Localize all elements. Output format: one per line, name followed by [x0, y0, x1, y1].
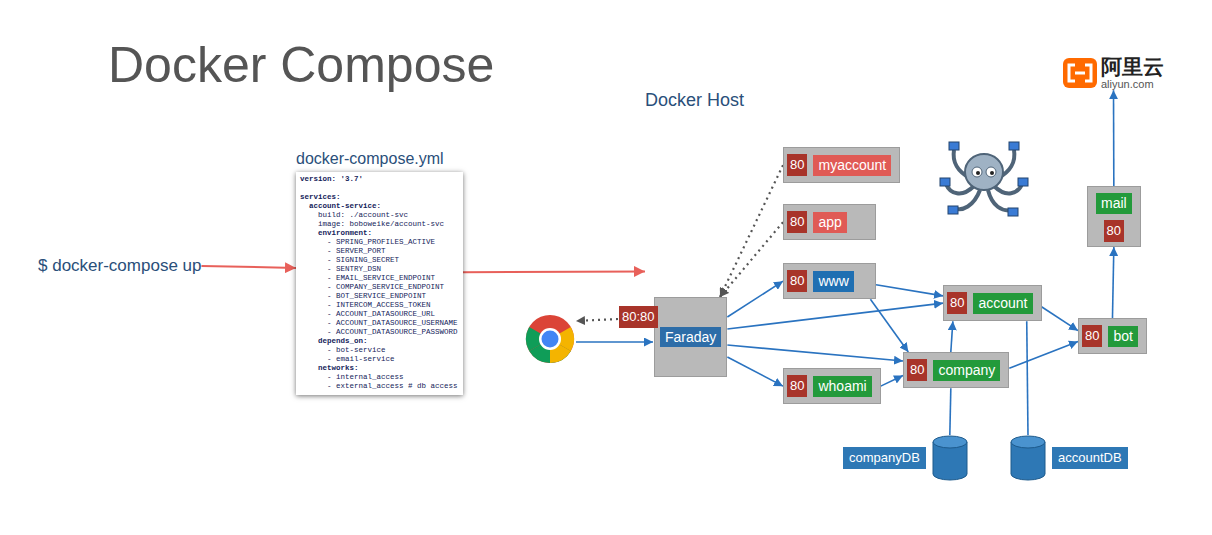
- connector: [201, 266, 296, 268]
- file-name: docker-compose.yml: [296, 150, 463, 168]
- code-line: services:: [300, 193, 458, 202]
- gateway-box: 80:80Faraday: [654, 297, 727, 377]
- slide-title: Docker Compose: [108, 38, 494, 93]
- connector: [1042, 307, 1078, 331]
- connector: [727, 303, 943, 329]
- code-line: version: '3.7': [300, 175, 458, 184]
- code-panel: version: '3.7' services: account-service:…: [296, 172, 463, 395]
- code-line: - ACCOUNT_DATASOURCE_URL: [300, 310, 458, 319]
- code-line: - SPRING_PROFILES_ACTIVE: [300, 238, 458, 247]
- service-box: 80 myaccount: [783, 147, 900, 183]
- service-box: 80 bot: [1078, 318, 1147, 354]
- connector: [876, 285, 943, 296]
- connector: [1113, 90, 1115, 186]
- code-line: depends_on:: [300, 337, 458, 346]
- code-line: - SIGNING_SECRET: [300, 256, 458, 265]
- service-name: Faraday: [660, 327, 721, 348]
- service-box: 80 account: [943, 285, 1042, 321]
- connector: [463, 270, 645, 273]
- service-box: 80 app: [783, 204, 876, 240]
- code-line: networks:: [300, 364, 458, 373]
- code-line: image: boboweike/account-svc: [300, 220, 458, 229]
- code-line: environment:: [300, 229, 458, 238]
- connector: [727, 345, 903, 361]
- connector: [881, 376, 903, 387]
- service-box: mail 80: [1087, 186, 1141, 247]
- cloud-logo: 阿里云aliyun.com: [1063, 56, 1164, 90]
- host-label: Docker Host: [645, 90, 744, 111]
- code-line: - COMPANY_SERVICE_ENDPOINT: [300, 283, 458, 292]
- logo-icon: [1063, 58, 1097, 88]
- port-badge: 80: [787, 154, 807, 176]
- logo-text: 阿里云: [1101, 56, 1164, 78]
- port-badge: 80: [787, 375, 807, 397]
- service-box: 80 company: [903, 352, 1009, 388]
- database-name: accountDB: [1052, 447, 1128, 469]
- port-badge: 80: [787, 211, 807, 233]
- service-name: www: [813, 271, 853, 292]
- connector: [1027, 321, 1028, 435]
- port-badge: 80: [1104, 220, 1124, 242]
- database-name: companyDB: [843, 447, 926, 469]
- port-badge: 80: [1082, 325, 1102, 347]
- service-box: 80 whoami: [783, 368, 881, 404]
- code-line: - BOT_SERVICE_ENDPOINT: [300, 292, 458, 301]
- service-box: 80 www: [783, 263, 876, 299]
- database: companyDB: [843, 435, 968, 481]
- code-line: - SENTRY_DSN: [300, 265, 458, 274]
- connector: [1112, 247, 1113, 318]
- connector: [870, 299, 908, 352]
- browser-icon: [526, 315, 574, 363]
- connector: [727, 281, 783, 317]
- database-cylinder: [932, 435, 968, 481]
- code-line: - INTERCOM_ACCESS_TOKEN: [300, 301, 458, 310]
- docker-host: Docker Host80myaccount80appmail8080www80…: [645, 90, 1180, 430]
- port-badge: 80: [907, 359, 927, 381]
- code-line: - EMAIL_SERVICE_ENDPOINT: [300, 274, 458, 283]
- command: $ docker-compose up: [38, 256, 201, 276]
- connector: [1009, 342, 1078, 369]
- service-name: bot: [1108, 326, 1137, 347]
- code-line: - SERVER_PORT: [300, 247, 458, 256]
- port-badge: 80: [787, 270, 807, 292]
- service-name: myaccount: [813, 155, 891, 176]
- connector: [951, 321, 953, 352]
- port-badge: 80:80: [619, 306, 658, 328]
- command-text: $ docker-compose up: [38, 256, 201, 276]
- code-line: - ACCOUNT_DATASOURCE_PASSWORD: [300, 328, 458, 337]
- compose-file: docker-compose.yml version: '3.7' services…: [296, 150, 463, 395]
- logo-text-column: 阿里云aliyun.com: [1101, 56, 1164, 90]
- code-line: - external_access # db access: [300, 382, 458, 391]
- code-line: - internal_access: [300, 373, 458, 382]
- title-block: Docker Compose: [108, 36, 494, 94]
- code-line: - email-service: [300, 355, 458, 364]
- code-line: build: ./account-svc: [300, 211, 458, 220]
- database-cylinder: [1010, 435, 1046, 481]
- database: accountDB: [1010, 435, 1128, 481]
- browser-request-line: [576, 341, 653, 343]
- service-name: company: [933, 360, 1000, 381]
- connector: [720, 222, 783, 297]
- connector: [720, 165, 783, 297]
- code-line: - ACCOUNT_DATASOURCE_USERNAME: [300, 319, 458, 328]
- code-line: account-service:: [300, 202, 458, 211]
- logo-domain: aliyun.com: [1101, 78, 1154, 90]
- service-name: account: [973, 293, 1032, 314]
- compose-mascot: [940, 142, 1028, 216]
- port-badge: 80: [947, 292, 967, 314]
- connector: [950, 388, 951, 435]
- code-line: - bot-service: [300, 346, 458, 355]
- service-name: app: [813, 212, 846, 233]
- service-name: mail: [1096, 193, 1132, 214]
- browser-response-line: [576, 319, 618, 321]
- connector: [727, 357, 783, 386]
- service-name: whoami: [813, 376, 871, 397]
